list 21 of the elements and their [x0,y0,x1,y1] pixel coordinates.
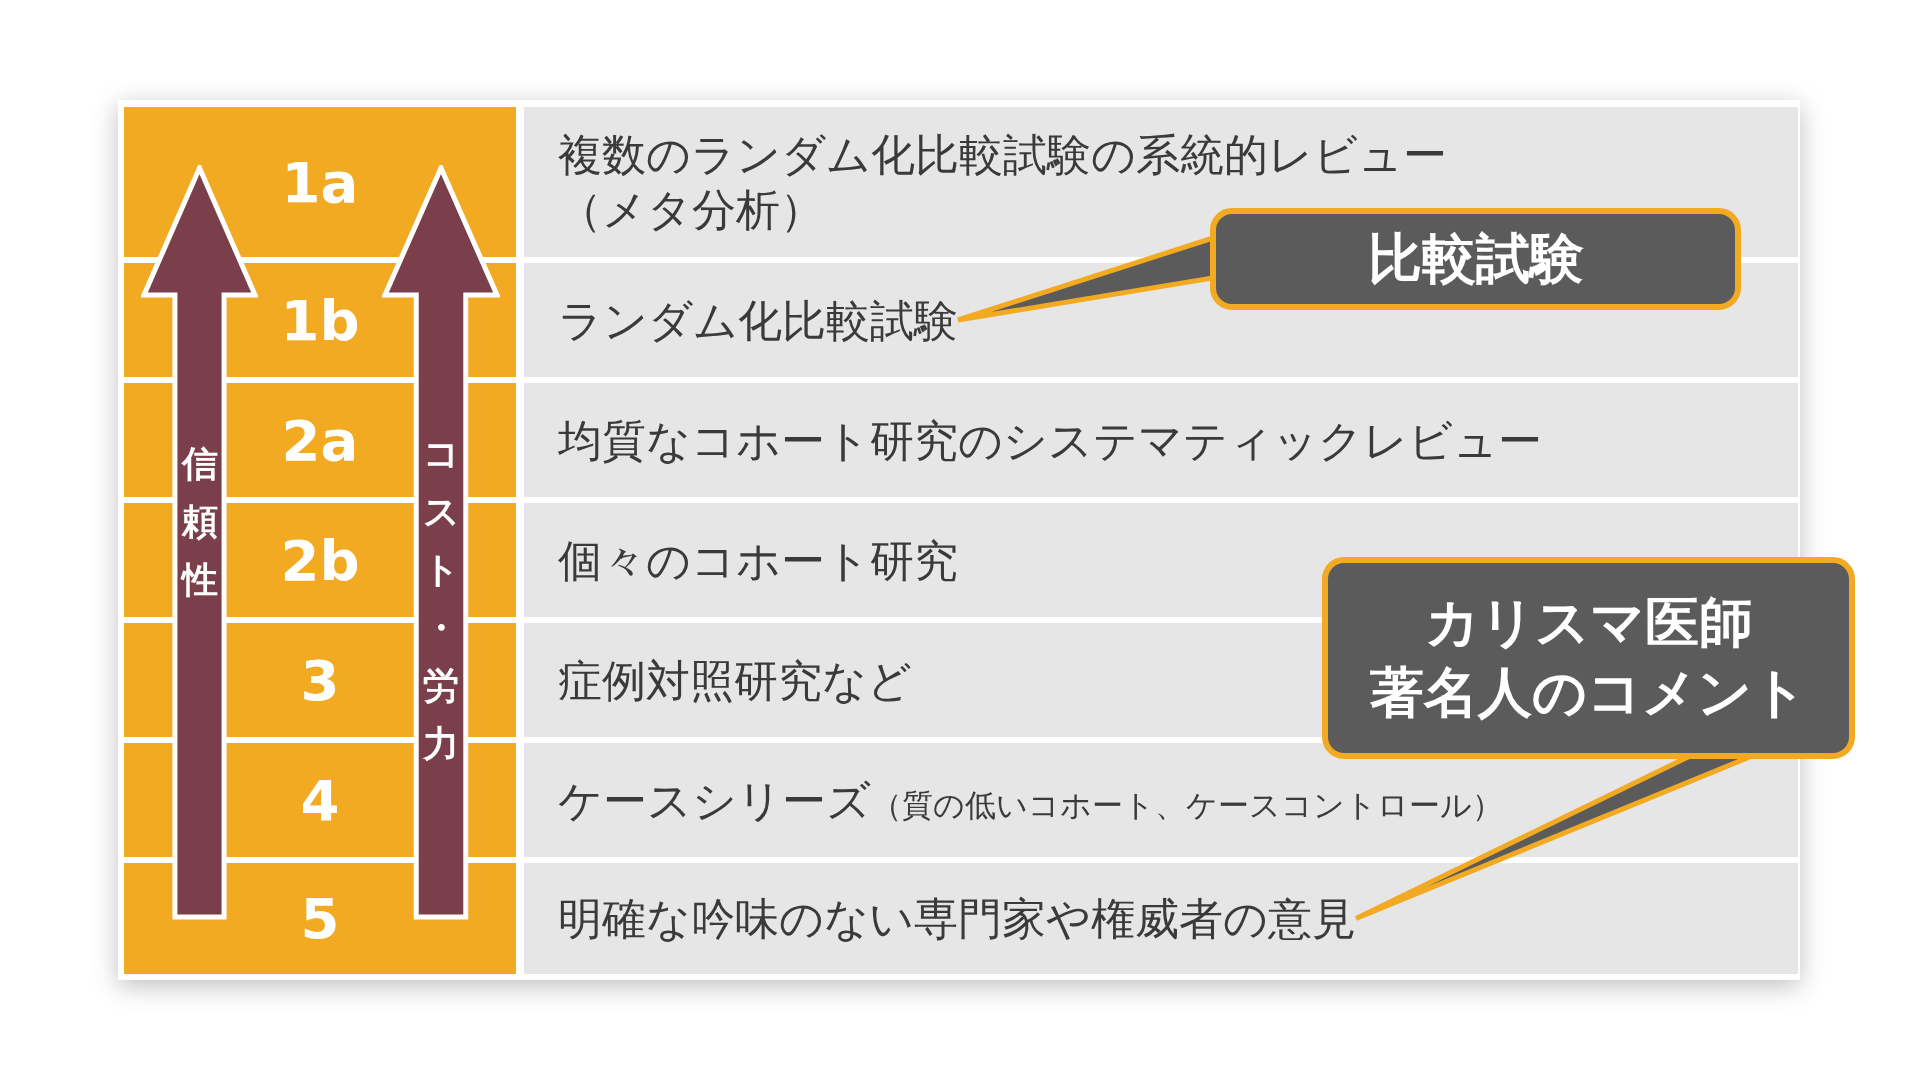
level-label: 1b [280,287,360,353]
level-label: 3 [300,647,340,713]
evidence-text: 均質なコホート研究のシステマティックレビュー [558,414,1542,466]
callout-text: カリスマ医師 [1424,589,1753,656]
level-label: 1a [281,149,359,215]
evidence-text: ランダム化比較試験 [558,294,958,346]
evidence-text: 明確な吟味のない専門家や権威者の意見 [558,893,1356,944]
upward-arrow [141,165,258,920]
level-label: 4 [300,767,340,833]
level-label: 2b [280,527,360,593]
arrow-label: コスト・労力 [421,432,461,766]
callout-bubble [1322,557,1855,759]
callout-text: 著名人のコメント [1370,660,1807,726]
evidence-text: 個々のコホート研究 [558,534,958,586]
arrow-label: 信頼性 [179,442,219,602]
evidence-text: 症例対照研究など [558,654,912,706]
evidence-note: （質の低いコホート、ケースコントロール） [871,786,1503,823]
upward-arrow [382,165,500,920]
evidence-text: ケースシリーズ [558,774,871,826]
level-label: 5 [300,886,340,951]
level-label: 2a [281,407,359,473]
